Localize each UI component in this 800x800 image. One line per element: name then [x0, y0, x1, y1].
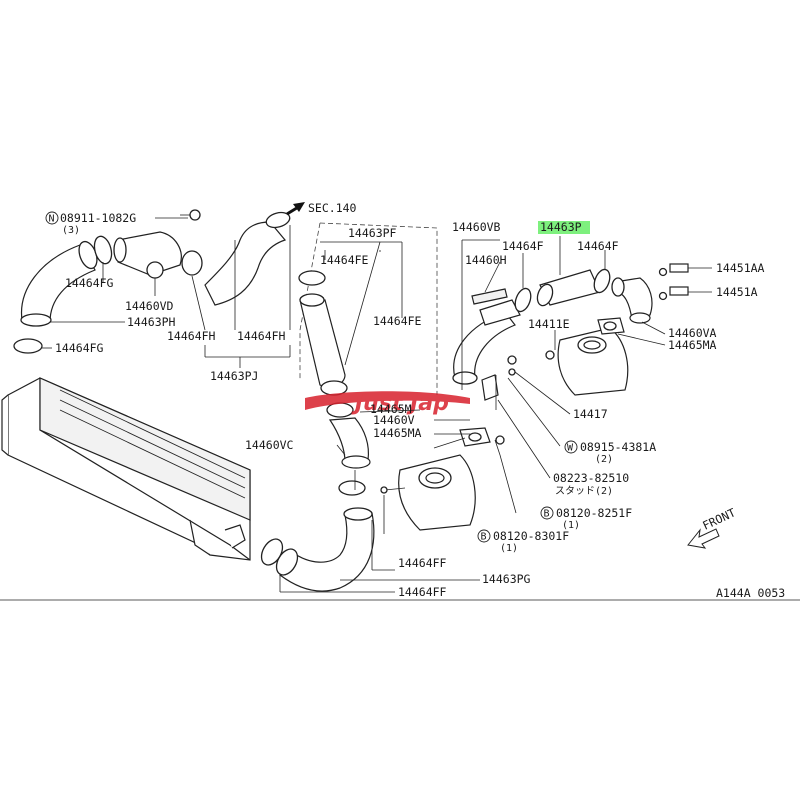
dash-right: [319, 222, 438, 395]
label-14464f-b: 14464F: [577, 239, 619, 253]
label-14463p: 14463P: [540, 220, 582, 234]
bolt-08911: [180, 209, 201, 221]
label-14465ma-b: 14465MA: [373, 426, 422, 440]
pipe-14463pf: [298, 270, 348, 396]
bolt-14451aa: [658, 263, 689, 277]
label-14460vd: 14460VD: [125, 299, 174, 313]
hose-14463p: [536, 269, 601, 307]
label-14465m: 14465M: [370, 402, 412, 416]
label-14464ff-b: 14464FF: [398, 585, 447, 599]
label-08915-4381a: 08915-4381A: [580, 440, 656, 454]
label-14460vc: 14460VC: [245, 438, 294, 452]
callout-b1-letter: B: [544, 509, 550, 520]
callout-w-circle: [564, 440, 578, 454]
clamp-14464f-a: [514, 287, 532, 313]
label-08120-8251f-qty: (1): [562, 520, 580, 531]
label-08120-8301f-qty: (1): [500, 543, 518, 554]
clamp-14464f-b: [593, 268, 611, 294]
label-08911-qty: (3): [62, 225, 80, 236]
label-14463pg: 14463PG: [482, 572, 531, 586]
nut-14411e: [545, 350, 555, 360]
label-14460vb: 14460VB: [452, 220, 501, 234]
diagram-code: A144A 0053: [716, 586, 785, 600]
label-08120-8251f: 08120-8251F: [556, 506, 632, 520]
gasket-14460h: [471, 288, 508, 305]
bolt-08120-8251f: [494, 435, 505, 456]
label-14464fe-b: 14464FE: [373, 314, 422, 328]
pipe-14460vb: [452, 299, 521, 401]
dash-left: [299, 222, 321, 380]
callout-b1-circle: [540, 506, 554, 520]
label-14464f-a: 14464F: [502, 239, 544, 253]
label-14451aa: 14451AA: [716, 261, 765, 275]
label-14464fg-b: 14464FG: [55, 341, 104, 355]
label-14463pj: 14463PJ: [210, 369, 258, 383]
label-08911-1082g: 08911-1082G: [60, 211, 136, 225]
label-14460va: 14460VA: [668, 326, 717, 340]
label-14464fg-a: 14464FG: [65, 276, 114, 290]
callout-n-letter: N: [49, 214, 55, 225]
label-14463pf: 14463PF: [348, 226, 397, 240]
stud-14417: [495, 355, 517, 410]
callout-b2-circle: [477, 529, 491, 543]
label-08223-82510: 08223-82510: [553, 471, 629, 485]
section-arrow: [286, 202, 305, 216]
intercooler: [1, 377, 251, 561]
label-14451a: 14451A: [716, 285, 758, 299]
highlight-box: [538, 221, 590, 234]
bolt-14451a: [658, 286, 689, 301]
leader-lines: [0, 217, 800, 601]
label-14464fh-a: 14464FH: [167, 329, 216, 343]
label-08120-8301f: 08120-8301F: [493, 529, 569, 543]
section-ref-label: SEC.140: [308, 201, 357, 215]
label-14464ff-a: 14464FF: [398, 556, 447, 570]
pipe-14463pg: [260, 480, 375, 592]
callout-b2-letter: B: [481, 532, 487, 543]
pipe-14460vd: [113, 231, 182, 279]
turbo-upper: [557, 327, 629, 396]
callout-w-letter: W: [567, 443, 574, 454]
label-14417: 14417: [573, 407, 608, 421]
label-14465ma-a: 14465MA: [668, 338, 717, 352]
label-14464fe-a: 14464FE: [320, 253, 369, 267]
turbo-lower: [380, 454, 476, 531]
pipe-14463pj: [204, 211, 291, 306]
label-14464fh-b: 14464FH: [237, 329, 286, 343]
pipe-14460va: [611, 277, 653, 324]
clamp-14464fg-a: [93, 235, 113, 265]
clamp-14464fh-a: [181, 250, 203, 276]
clamp-14464fg-b: [13, 338, 43, 354]
label-14460v: 14460V: [373, 413, 415, 427]
label-14463ph: 14463PH: [127, 315, 176, 329]
callout-n-circle: [45, 211, 59, 225]
front-label: FRONT: [700, 505, 737, 532]
label-14460h: 14460H: [465, 253, 507, 267]
gasket-14465ma-a: [597, 317, 625, 335]
label-14411e: 14411E: [528, 317, 570, 331]
front-arrow: [687, 528, 720, 549]
gasket-14465ma-b: [459, 427, 491, 447]
pipe-14460vc: [326, 402, 371, 469]
label-08915-qty: (2): [595, 454, 613, 465]
label-08223-stud: スタッド(2): [555, 485, 613, 497]
